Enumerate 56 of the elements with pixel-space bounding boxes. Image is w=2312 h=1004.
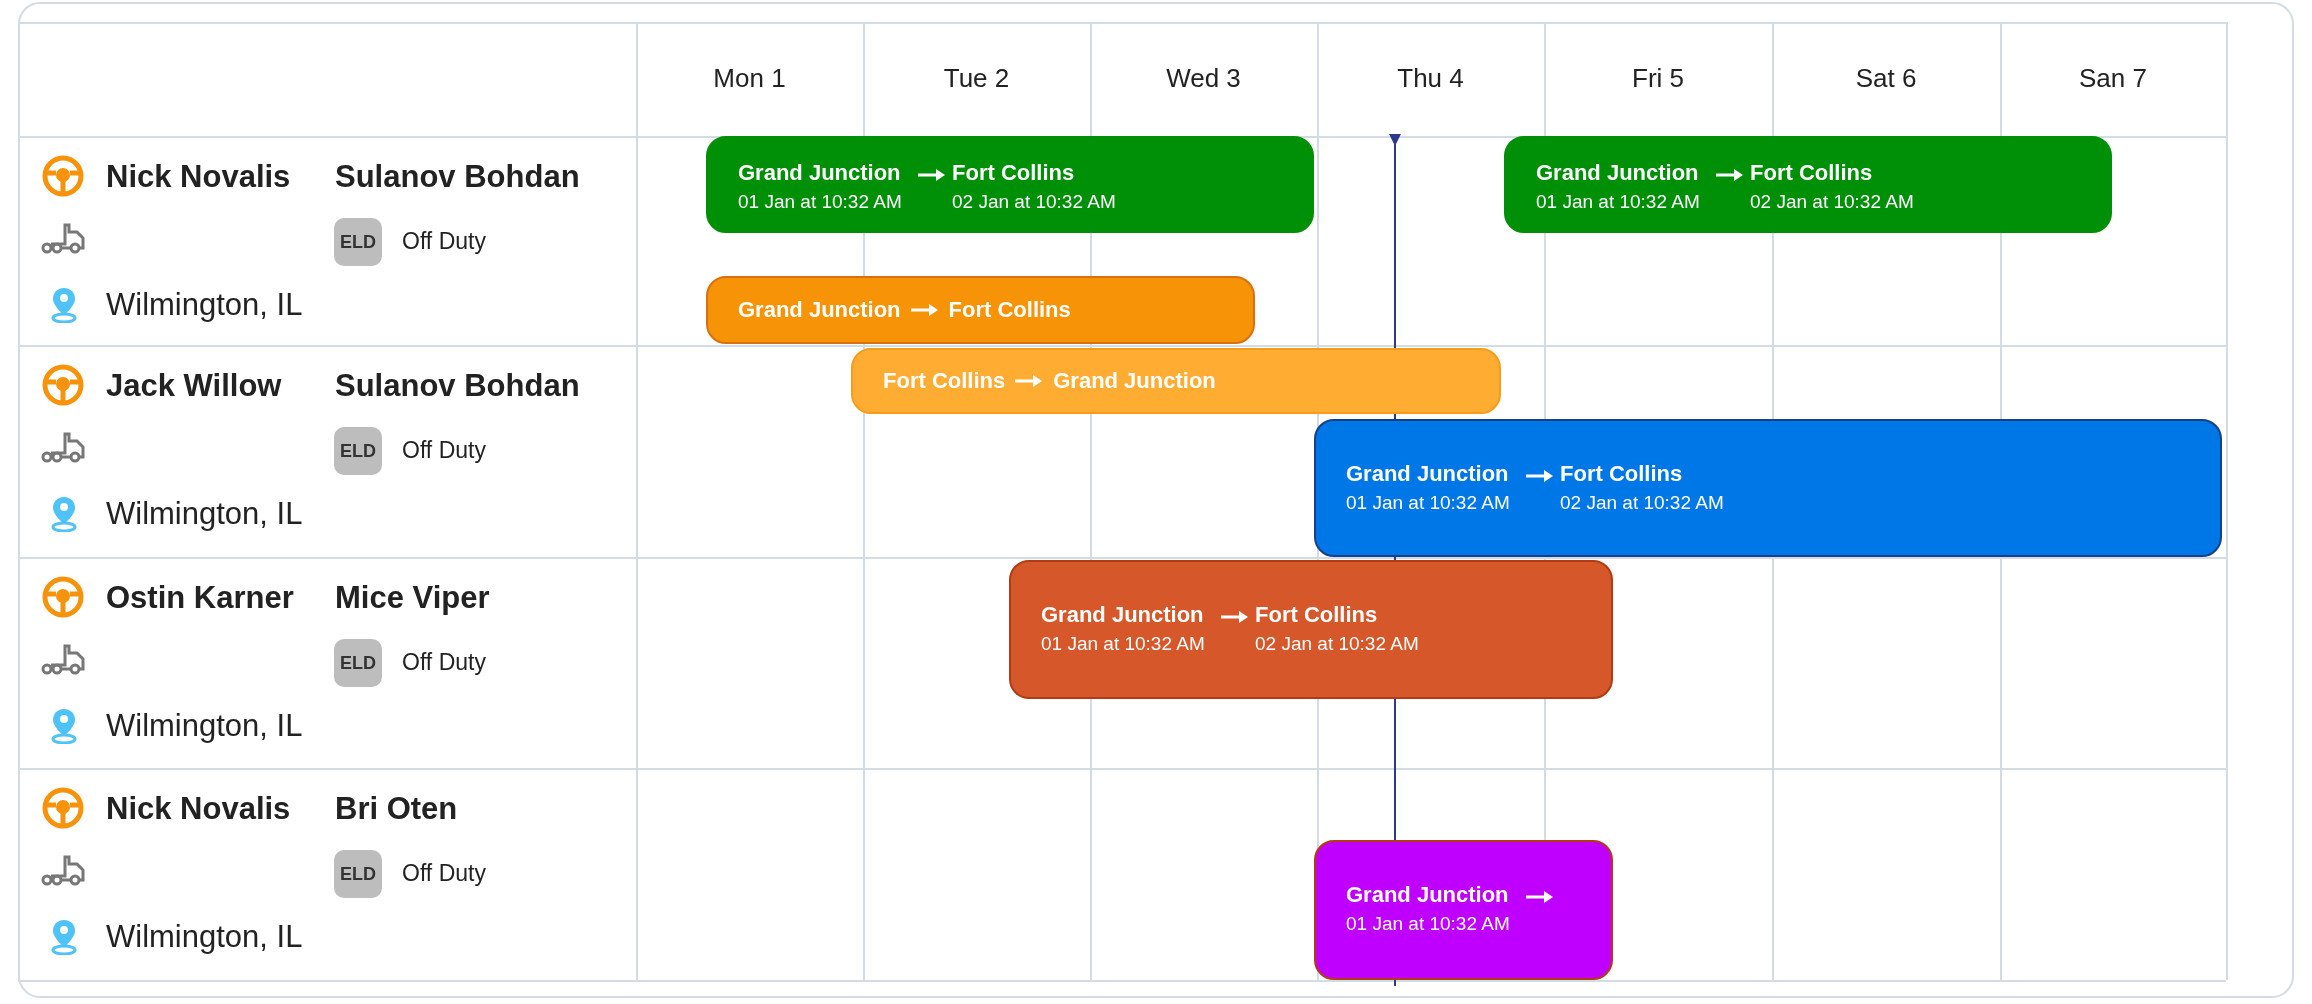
place-name: Fort Collins [1255, 604, 1378, 626]
trip-bar [1504, 136, 2112, 233]
date-time: 01 Jan at 10:32 AM [1536, 192, 1700, 211]
device-tag: ELD [334, 850, 382, 898]
date-time: 01 Jan at 10:32 AM [1346, 914, 1510, 933]
location-text: Wilmington, IL [106, 498, 303, 529]
location-text: Wilmington, IL [106, 710, 303, 741]
duty-status: Off Duty [402, 230, 486, 253]
driver-name: Jack Willow [106, 370, 282, 401]
date-time: 01 Jan at 10:32 AM [1346, 493, 1510, 512]
date-time: 02 Jan at 10:32 AM [952, 192, 1116, 211]
co-driver-name: Sulanov Bohdan [335, 161, 580, 192]
duty-status: Off Duty [402, 651, 486, 674]
location-text: Wilmington, IL [106, 921, 303, 952]
date-time: 02 Jan at 10:32 AM [1750, 192, 1914, 211]
trip-bar [706, 276, 1255, 344]
date-time: 02 Jan at 10:32 AM [1560, 493, 1724, 512]
duty-status: Off Duty [402, 862, 486, 885]
driver-name: Nick Novalis [106, 793, 291, 824]
place-name: Grand Junction [738, 162, 901, 184]
place-name: Fort Collins [1560, 463, 1683, 485]
device-tag: ELD [334, 639, 382, 687]
co-driver-name: Bri Oten [335, 793, 458, 824]
duty-status: Off Duty [402, 439, 486, 462]
co-driver-name: Mice Viper [335, 582, 490, 613]
place-name: Grand Junction [1536, 162, 1699, 184]
trip-bar [1314, 419, 2222, 557]
place-name: Grand Junction [1041, 604, 1204, 626]
co-driver-name: Sulanov Bohdan [335, 370, 580, 401]
date-time: 02 Jan at 10:32 AM [1255, 634, 1419, 653]
trip-bar [851, 348, 1501, 414]
day-header: Tue 2 [942, 65, 1011, 91]
location-text: Wilmington, IL [106, 289, 303, 320]
place-name: Grand Junction [1346, 463, 1509, 485]
day-header: San 7 [2078, 65, 2148, 91]
trip-bar [1009, 560, 1613, 699]
driver-name: Nick Novalis [106, 161, 291, 192]
place-name: Fort Collins [1750, 162, 1873, 184]
device-tag: ELD [334, 427, 382, 475]
place-name: Fort Collins [948, 297, 1071, 323]
day-header: Thu 4 [1396, 65, 1465, 91]
date-time: 01 Jan at 10:32 AM [738, 192, 902, 211]
day-header: Mon 1 [712, 65, 787, 91]
device-tag: ELD [334, 218, 382, 266]
place-name: Grand Junction [1346, 884, 1509, 906]
place-name: Fort Collins [883, 368, 1006, 394]
day-header: Sat 6 [1854, 65, 1918, 91]
day-header: Fri 5 [1631, 65, 1685, 91]
trip-bar [706, 136, 1314, 233]
trip-bar [1314, 840, 1613, 980]
day-header: Wed 3 [1165, 65, 1242, 91]
place-name: Grand Junction [1053, 368, 1216, 394]
place-name: Fort Collins [952, 162, 1075, 184]
date-time: 01 Jan at 10:32 AM [1041, 634, 1205, 653]
driver-name: Ostin Karner [106, 582, 294, 613]
place-name: Grand Junction [738, 297, 901, 323]
